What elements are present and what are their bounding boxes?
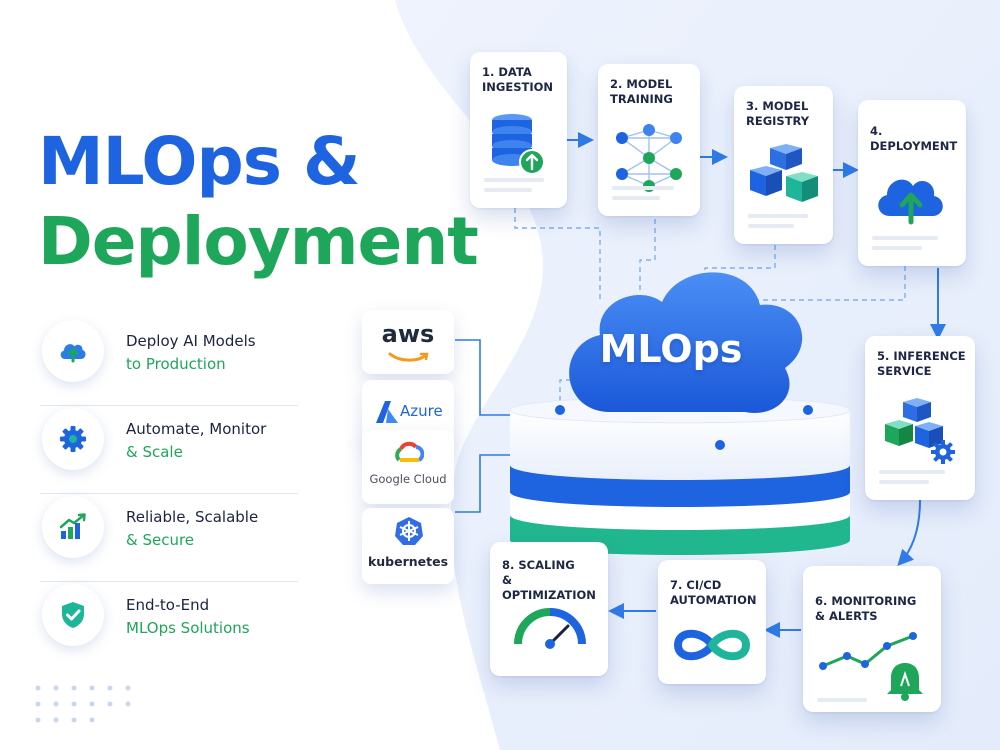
feature-list: Deploy AI Models to Production <box>40 318 298 669</box>
step-title-line1: 7. CI/CD <box>670 578 722 592</box>
hero-title-line1: MLOps & <box>38 123 361 200</box>
provider-google-cloud[interactable]: Google Cloud <box>362 430 454 504</box>
step-title-line1: 4. DEPLOYMENT <box>870 124 958 153</box>
step-title-line1: 3. MODEL <box>746 99 809 113</box>
step-title: 5. INFERENCE SERVICE <box>877 349 967 379</box>
azure-logo <box>376 401 398 423</box>
cloud-upload-icon <box>42 320 104 382</box>
feature-line2: MLOps Solutions <box>126 619 250 637</box>
step-title-line2: AUTOMATION <box>670 593 757 607</box>
placeholder-lines <box>879 464 945 484</box>
azure-label: Azure <box>400 402 443 420</box>
step-title-line2: INGESTION <box>482 80 554 94</box>
step-card-ci-cd-automation[interactable]: 7. CI/CD AUTOMATION <box>658 560 766 684</box>
arrow-5-6 <box>897 499 921 566</box>
placeholder-lines <box>817 692 867 702</box>
placeholder-lines <box>872 230 938 250</box>
step-title-line1: 6. MONITORING <box>815 594 917 608</box>
placeholder-lines <box>748 208 808 228</box>
azure-label-wrap: Azure <box>400 402 454 420</box>
step-title: 3. MODEL REGISTRY <box>746 99 825 129</box>
step-card-deployment[interactable]: 4. DEPLOYMENT <box>858 100 966 266</box>
feature-item-deploy: Deploy AI Models to Production <box>40 318 298 406</box>
hero-title-line2: Deployment <box>38 203 479 280</box>
placeholder-lines <box>484 172 544 192</box>
feature-line1: End-to-End <box>126 596 210 614</box>
center-cloud-label: MLOps <box>599 327 743 371</box>
step-title-line2: SERVICE <box>877 364 932 378</box>
aws-label: aws <box>381 320 435 348</box>
hero-title: MLOps & Deployment <box>38 122 479 282</box>
growth-chart-icon <box>42 496 104 558</box>
aws-logo: aws <box>362 320 454 348</box>
infinity-icon <box>673 629 751 661</box>
provider-kubernetes[interactable]: kubernetes <box>362 508 454 584</box>
gauge-icon <box>514 608 586 649</box>
google-cloud-label-wrap: Google Cloud <box>362 472 454 486</box>
aws-smile <box>388 352 429 362</box>
kubernetes-label-wrap: kubernetes <box>362 554 454 569</box>
step-title-line2: TRAINING <box>610 92 673 106</box>
step-card-inference-service[interactable]: 5. INFERENCE SERVICE <box>865 336 975 500</box>
feature-line2: & Scale <box>126 443 183 461</box>
step-card-model-registry[interactable]: 3. MODEL REGISTRY <box>734 86 833 244</box>
step-title-line1: 5. INFERENCE <box>877 349 966 363</box>
kubernetes-logo <box>395 517 423 545</box>
step-title-line2: & ALERTS <box>815 609 878 623</box>
chart-bell-icon <box>819 632 923 701</box>
feature-line1: Deploy AI Models <box>126 332 256 350</box>
mlops-cloud-icon <box>569 272 803 413</box>
feature-item-reliable: Reliable, Scalable & Secure <box>40 494 298 582</box>
step-title: 7. CI/CD AUTOMATION <box>670 578 758 608</box>
feature-line2: & Secure <box>126 531 195 549</box>
shield-check-icon <box>42 584 104 646</box>
step-title: 4. DEPLOYMENT <box>870 124 958 154</box>
step-title-line1: 8. SCALING <box>502 558 575 572</box>
step-title: 6. MONITORING & ALERTS <box>815 594 933 624</box>
step-title-line2: & OPTIMIZATION <box>502 573 596 602</box>
feature-line1: Automate, Monitor <box>126 420 267 438</box>
provider-aws[interactable]: aws <box>362 310 454 374</box>
cloud-upload-icon <box>878 179 943 225</box>
step-card-scaling-optimization[interactable]: 8. SCALING & OPTIMIZATION <box>490 542 608 676</box>
kubernetes-label: kubernetes <box>367 554 449 569</box>
step-card-monitoring-alerts[interactable]: 6. MONITORING & ALERTS <box>803 566 941 712</box>
step-title-line1: 2. MODEL <box>610 77 673 91</box>
google-cloud-label: Google Cloud <box>369 472 447 486</box>
database-upload-icon <box>492 114 545 175</box>
feature-item-automate: Automate, Monitor & Scale <box>40 406 298 494</box>
step-title: 1. DATA INGESTION <box>482 65 559 95</box>
step-title-line2: REGISTRY <box>746 114 810 128</box>
feature-line2: to Production <box>126 355 226 373</box>
step-card-data-ingestion[interactable]: 1. DATA INGESTION <box>470 52 567 208</box>
placeholder-lines <box>612 180 674 200</box>
step-title: 8. SCALING & OPTIMIZATION <box>502 558 600 603</box>
feature-item-end-to-end: End-to-End MLOps Solutions <box>40 582 298 669</box>
gear-icon <box>42 408 104 470</box>
step-title-line1: 1. DATA <box>482 65 532 79</box>
feature-line1: Reliable, Scalable <box>126 508 259 526</box>
cubes-icon <box>750 144 818 202</box>
cubes-gear-icon <box>885 398 955 464</box>
step-title: 2. MODEL TRAINING <box>610 77 692 107</box>
decorative-dots <box>35 685 131 723</box>
step-card-model-training[interactable]: 2. MODEL TRAINING <box>598 64 700 216</box>
platform-base <box>509 396 851 555</box>
google-cloud-logo <box>395 441 424 462</box>
